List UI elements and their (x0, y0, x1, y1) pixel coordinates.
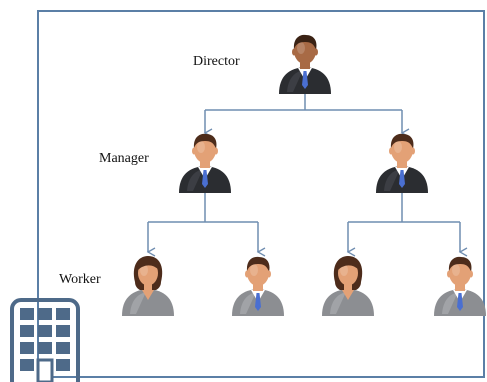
worker-2-businessman-icon (226, 252, 290, 318)
director-label: Director (193, 54, 240, 69)
diagram-frame (37, 10, 485, 378)
worker-4-businessman-icon (428, 252, 487, 318)
director-businessman-icon (273, 30, 337, 96)
worker-3-businesswoman-icon (316, 252, 380, 318)
building-icon (10, 298, 80, 382)
worker-label: Worker (59, 272, 101, 287)
worker-1-businesswoman-icon (116, 252, 180, 318)
manager-label: Manager (99, 151, 149, 166)
manager-left-businessman-icon (173, 129, 237, 195)
manager-right-businessman-icon (370, 129, 434, 195)
